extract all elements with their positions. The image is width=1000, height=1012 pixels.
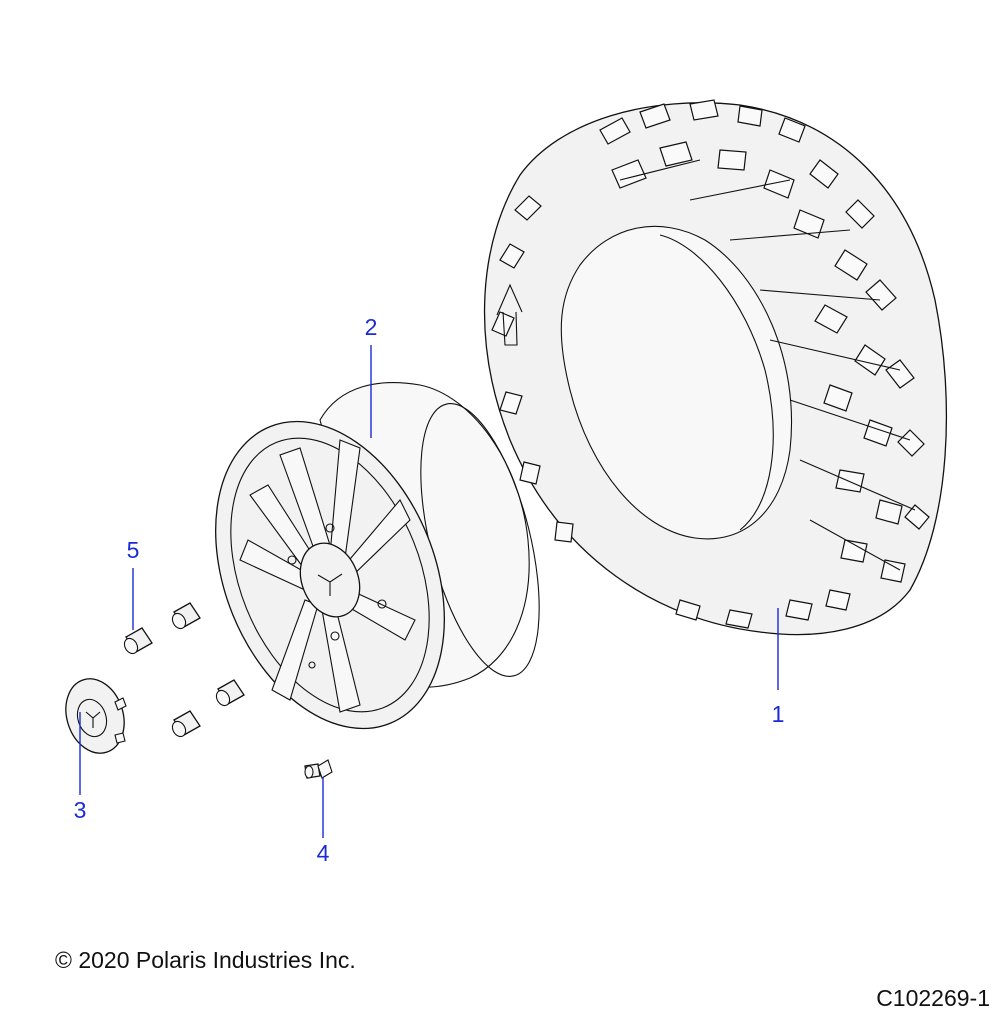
callout-1: 1 [772,701,785,727]
tire-tread-lines [619,159,916,571]
lug-nut [123,627,153,655]
lug-nut [215,679,245,707]
valve-stem [304,759,333,779]
rim-face-inner [230,437,430,713]
callout-3: 3 [74,797,87,823]
lug-nut [171,602,201,630]
rim-hub-logo [317,573,343,596]
tire-bore-inner-rim [659,234,774,531]
lug-nut [171,710,201,738]
lug-nuts [123,602,245,738]
tire-bore [560,225,793,540]
copyright-notice: © 2020 Polaris Industries Inc. [55,947,356,973]
callout-5: 5 [127,537,140,563]
tire [483,99,948,636]
tire-direction-arrow [496,283,523,346]
callout-leaders [79,345,779,838]
tire-tread-blocks [491,99,930,629]
rim-valve-hole [308,661,316,669]
figure-id: C102269-1 [876,985,990,1011]
callout-2: 2 [365,314,378,340]
wheel-rim [215,382,540,730]
rim-hub [299,542,361,618]
rim-spokes [239,439,416,713]
center-cap [65,678,127,754]
callout-4: 4 [317,840,330,866]
rim-lug-holes [287,523,387,641]
